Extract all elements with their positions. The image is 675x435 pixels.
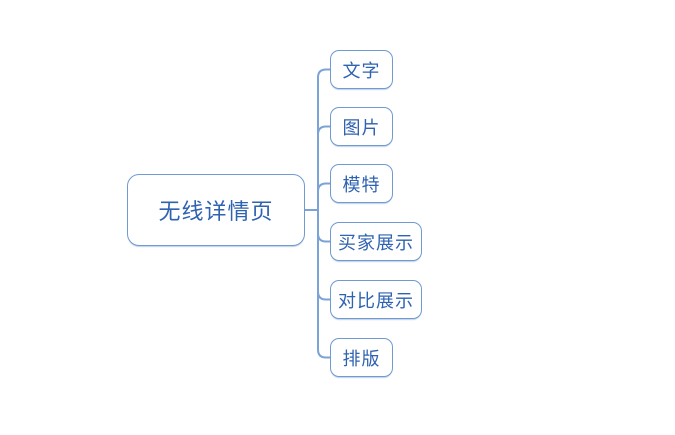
node-buyer-display-label: 买家展示 — [338, 232, 414, 253]
node-buyer-display[interactable]: 买家展示 — [330, 222, 422, 261]
branch-connector-comparison-display — [317, 290, 331, 301]
branch-connector-buyer-display — [317, 232, 331, 243]
node-comparison-display-label: 对比展示 — [338, 290, 414, 311]
node-image[interactable]: 图片 — [330, 107, 393, 146]
node-text-label: 文字 — [342, 60, 381, 81]
node-model[interactable]: 模特 — [330, 164, 393, 203]
node-wireless-detail-page[interactable]: 无线详情页 — [127, 174, 305, 246]
trunk-connector — [317, 68, 331, 359]
node-wireless-detail-page-label: 无线详情页 — [158, 199, 274, 224]
node-model-label: 模特 — [342, 174, 381, 195]
branch-connector-image — [317, 125, 331, 136]
node-text[interactable]: 文字 — [330, 50, 393, 89]
node-image-label: 图片 — [342, 117, 381, 138]
node-layout[interactable]: 排版 — [330, 338, 393, 377]
branch-connector-model — [317, 182, 331, 193]
node-layout-label: 排版 — [342, 348, 381, 369]
node-comparison-display[interactable]: 对比展示 — [330, 280, 422, 319]
